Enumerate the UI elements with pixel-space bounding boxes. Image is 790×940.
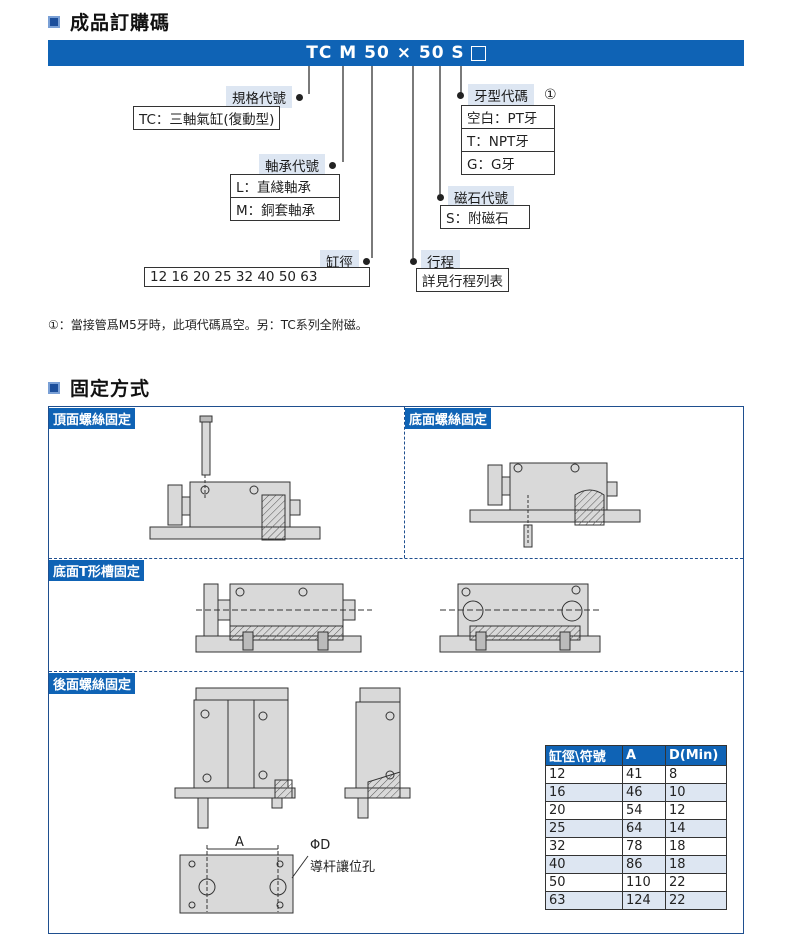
table-cell: 54 [622, 801, 666, 820]
table-cell: 10 [665, 783, 727, 802]
table-cell: 41 [622, 765, 666, 784]
table-cell: 78 [622, 837, 666, 856]
stroke-value: 詳見行程列表 [422, 274, 503, 290]
table-cell: 8 [665, 765, 727, 784]
table-row: 20 54 12 [545, 801, 727, 820]
table-cell: 20 [545, 801, 623, 820]
rear-screw-drawing-front [174, 687, 296, 829]
mounting-heading: 固定方式 [48, 374, 150, 401]
thread-code-group: 牙型代碼 ① [457, 84, 557, 106]
table-row: 16 46 10 [545, 783, 727, 802]
bore-dimension-table: 缸徑\符號 A D(Min) 12 41 8 16 46 10 20 54 12… [545, 745, 727, 910]
table-cell: 22 [665, 891, 727, 910]
table-cell: 64 [622, 819, 666, 838]
bore-values: 12 16 20 25 32 40 50 63 [150, 269, 318, 285]
table-cell: 22 [665, 873, 727, 892]
table-header-cell: 缸徑\符號 [545, 745, 623, 766]
spec-option: TC：三軸氣缸(復動型) [139, 112, 275, 128]
mounting-frame [48, 406, 744, 934]
magnet-option: S：附磁石 [446, 211, 509, 227]
table-cell: 12 [545, 765, 623, 784]
rear-screw-drawing-side [344, 687, 411, 819]
table-cell: 110 [622, 873, 666, 892]
table-header-cell: A [622, 745, 666, 766]
table-cell: 40 [545, 855, 623, 874]
thread-option: T：NPT牙 [462, 129, 554, 152]
bearing-option: L：直綫軸承 [231, 175, 339, 198]
rear-hole-drawing [179, 845, 309, 914]
magnet-options: S：附磁石 [440, 205, 530, 229]
table-row: 63 124 22 [545, 891, 727, 910]
table-header-row: 缸徑\符號 A D(Min) [545, 745, 727, 766]
section-title: 成品訂購碼 [70, 12, 171, 34]
panel-tag-bottom-tslot: 底面T形槽固定 [49, 560, 144, 581]
table-cell: 46 [622, 783, 666, 802]
hole-note: 導杆讓位孔 [310, 860, 376, 875]
bore-options: 12 16 20 25 32 40 50 63 [144, 267, 370, 287]
connector-dot [329, 161, 336, 169]
table-row: 12 41 8 [545, 765, 727, 784]
order-code-heading: 成品訂購碼 [48, 8, 170, 35]
connector-dot [296, 93, 303, 101]
magnet-label: 磁石代號 [448, 186, 514, 208]
table-cell: 18 [665, 855, 727, 874]
connector-dot [410, 257, 417, 265]
thread-option: G：G牙 [467, 157, 515, 173]
magnet-code-group: 磁石代號 [437, 186, 514, 208]
tslot-drawing-right [439, 583, 601, 653]
section-square-icon [48, 15, 60, 28]
stroke-code-group: 行程 [410, 250, 460, 272]
table-cell: 14 [665, 819, 727, 838]
table-cell: 63 [545, 891, 623, 910]
thread-label: 牙型代碼 [468, 84, 534, 106]
tslot-drawing-left [195, 583, 372, 653]
table-cell: 18 [665, 837, 727, 856]
panel-divider [49, 671, 743, 672]
dim-a-label: A [235, 835, 244, 850]
bearing-label: 軸承代號 [259, 154, 325, 176]
blank-box-icon [470, 45, 486, 61]
table-row: 40 86 18 [545, 855, 727, 874]
top-screw-drawing [149, 415, 321, 541]
stroke-label: 行程 [421, 250, 460, 272]
connector-dot [363, 257, 370, 265]
table-cell: 12 [665, 801, 727, 820]
thread-option: 空白：PT牙 [462, 106, 554, 129]
bearing-code-group: 軸承代號 [259, 154, 336, 176]
bearing-option: M：銅套軸承 [236, 203, 316, 219]
table-row: 25 64 14 [545, 819, 727, 838]
thread-options: 空白：PT牙 T：NPT牙 G：G牙 [461, 105, 555, 175]
panel-tag-top-screw: 頂面螺絲固定 [49, 408, 136, 429]
bottom-screw-drawing [469, 462, 641, 548]
panel-divider [404, 407, 405, 558]
table-cell: 16 [545, 783, 623, 802]
dim-d-label: ΦD [310, 838, 331, 853]
table-cell: 25 [545, 819, 623, 838]
table-row: 50 110 22 [545, 873, 727, 892]
footnote: ①：當接管爲M5牙時，此項代碼爲空。另：TC系列全附磁。 [48, 318, 368, 332]
spec-options: TC：三軸氣缸(復動型) [133, 106, 281, 130]
panel-tag-rear-screw: 後面螺絲固定 [49, 673, 136, 694]
section-square-icon [48, 381, 60, 394]
table-cell: 86 [622, 855, 666, 874]
spec-label: 規格代號 [226, 86, 292, 108]
stroke-options: 詳見行程列表 [416, 268, 509, 292]
table-cell: 124 [622, 891, 666, 910]
order-code-connectors [308, 66, 462, 258]
panel-divider [49, 558, 743, 559]
section-title: 固定方式 [70, 378, 151, 400]
table-cell: 32 [545, 837, 623, 856]
panel-tag-bottom-screw: 底面螺絲固定 [405, 408, 492, 429]
connector-dot [457, 91, 464, 99]
footnote-mark: ① [544, 87, 557, 103]
bearing-options: L：直綫軸承 M：銅套軸承 [230, 174, 340, 221]
table-cell: 50 [545, 873, 623, 892]
table-header-cell: D(Min) [665, 745, 727, 766]
order-code-text: TC M 50 × 50 S [306, 43, 465, 63]
table-row: 32 78 18 [545, 837, 727, 856]
spec-code-group: 規格代號 [226, 86, 303, 108]
order-code-bar: TC M 50 × 50 S [48, 40, 744, 66]
connector-dot [437, 193, 444, 201]
